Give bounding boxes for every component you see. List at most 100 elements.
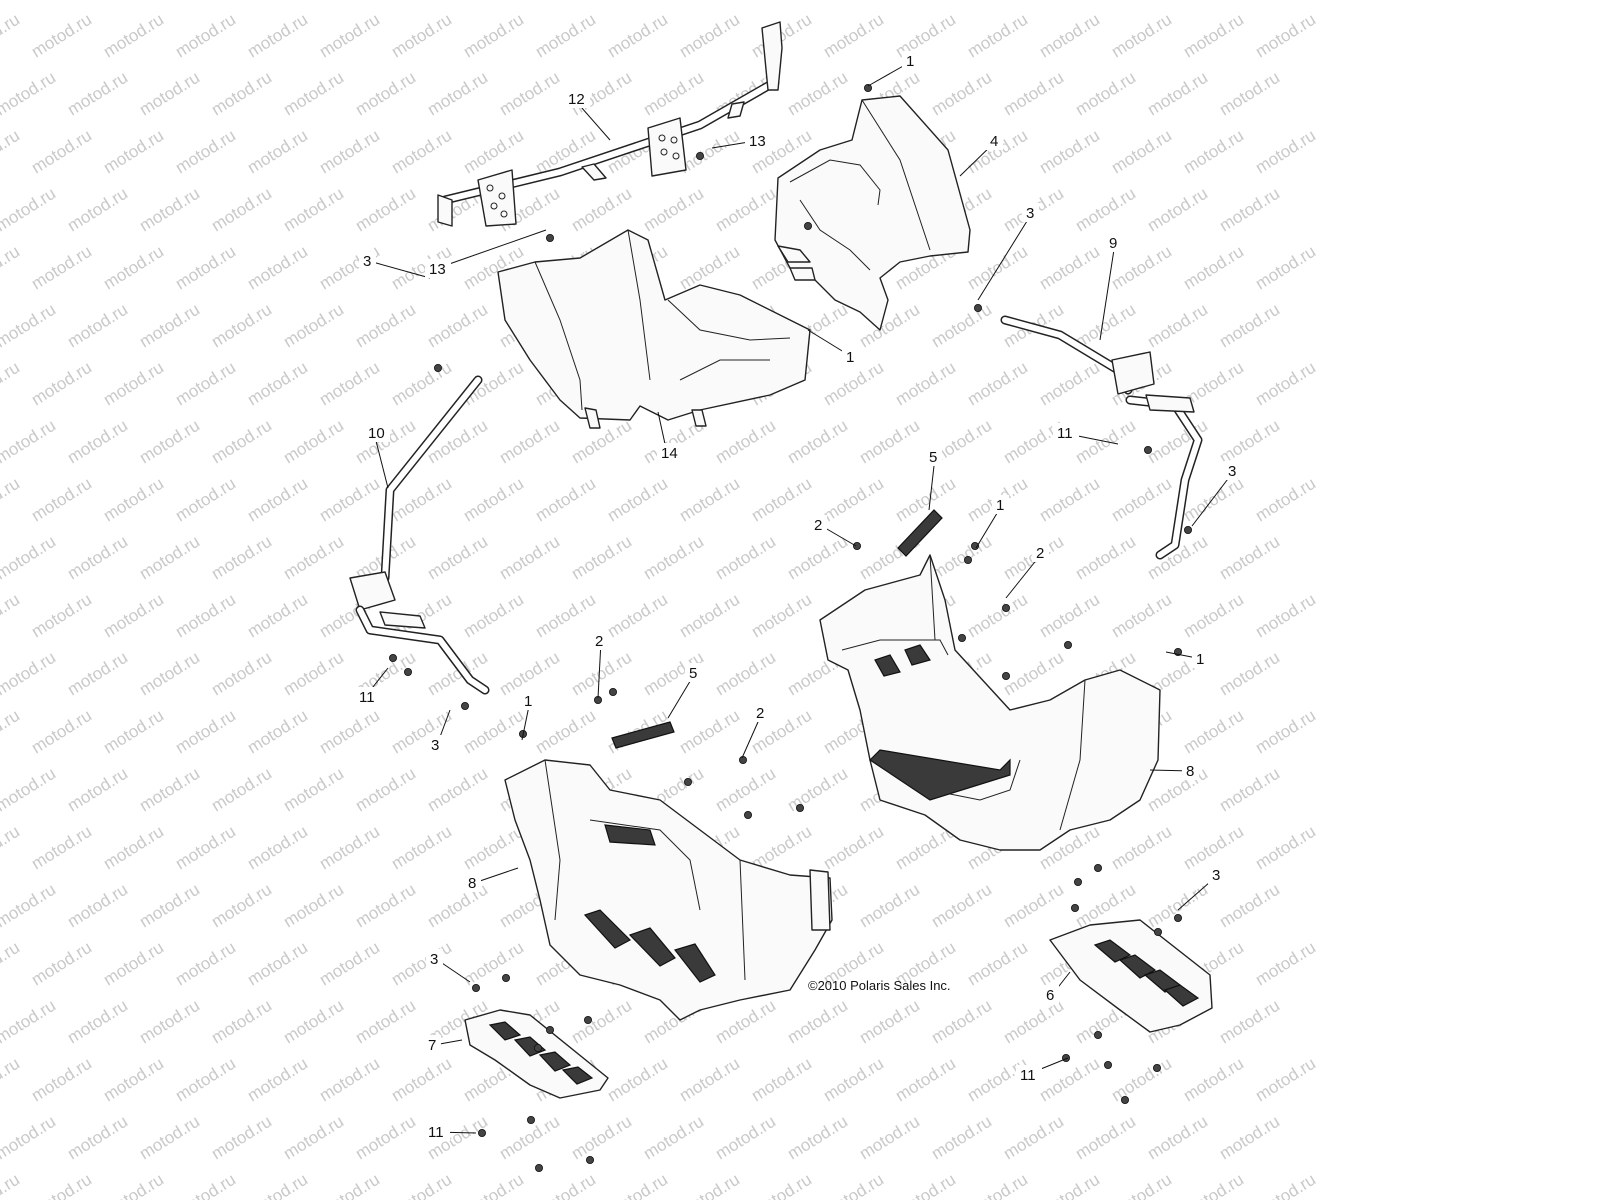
watermark-text: motod.ru (100, 1170, 167, 1200)
fastener-bolt (1064, 641, 1073, 650)
callout-label-bg (752, 703, 769, 722)
watermark-text: motod.ru (64, 764, 131, 816)
watermark-text: motod.ru (64, 1112, 131, 1164)
watermark-text: motod.ru (784, 532, 851, 584)
watermark-text: motod.ru (388, 10, 455, 62)
watermark-text: motod.ru (424, 68, 491, 120)
watermark-text: motod.ru (388, 938, 455, 990)
watermark-text: motod.ru (316, 706, 383, 758)
callout-leader (373, 432, 389, 489)
watermark-text: motod.ru (100, 1054, 167, 1106)
callout-label-bg (1022, 203, 1039, 222)
watermark-text: motod.ru (1108, 1170, 1175, 1200)
watermark-text: motod.ru (28, 10, 95, 62)
watermark-text: motod.ru (0, 126, 23, 178)
fastener-bolt (1153, 1064, 1162, 1073)
fastener-bolt (460, 702, 469, 711)
watermark-text: motod.ru (28, 938, 95, 990)
watermark-text: motod.ru (0, 1112, 59, 1164)
callout-label-bg (1208, 865, 1225, 884)
watermark-text: motod.ru (28, 474, 95, 526)
callout-leader (597, 640, 602, 699)
watermark-text: motod.ru (1144, 0, 1211, 3)
watermark-text: motod.ru (820, 10, 887, 62)
watermark-text: motod.ru (64, 880, 131, 932)
watermark-text: motod.ru (1216, 532, 1283, 584)
watermark-text: motod.ru (244, 706, 311, 758)
watermark-text: motod.ru (1180, 590, 1247, 642)
watermark-text: motod.ru (1036, 474, 1103, 526)
watermark-text: motod.ru (964, 590, 1031, 642)
watermark-text: motod.ru (820, 1054, 887, 1106)
watermark-text: motod.ru (640, 184, 707, 236)
watermark-text: motod.ru (0, 184, 59, 236)
watermark-text: motod.ru (280, 532, 347, 584)
watermark-text: motod.ru (280, 764, 347, 816)
watermark-text: motod.ru (208, 0, 275, 3)
watermark-text: motod.ru (280, 880, 347, 932)
callout-label: 2 (595, 633, 603, 650)
watermark-text: motod.ru (856, 1112, 923, 1164)
callout-label: 2 (756, 705, 764, 722)
callout-label: 6 (1046, 987, 1054, 1004)
watermark-text: motod.ru (1144, 1112, 1211, 1164)
watermark-text: motod.ru (1252, 358, 1319, 410)
fastener-bolt (1184, 526, 1193, 535)
callout-label: 7 (428, 1037, 436, 1054)
watermark-text: motod.ru (676, 10, 743, 62)
watermark-text: motod.ru (280, 1112, 347, 1164)
fastener-bolt (971, 542, 980, 551)
fastener-bolt (804, 221, 813, 230)
watermark-text: motod.ru (1252, 1170, 1319, 1200)
watermark-text: motod.ru (460, 822, 527, 874)
watermark-text: motod.ru (1216, 184, 1283, 236)
watermark-text: motod.ru (388, 822, 455, 874)
callout-label: 3 (1228, 463, 1236, 480)
watermark-text: motod.ru (424, 300, 491, 352)
watermark-text: motod.ru (64, 0, 131, 3)
watermark-text: motod.ru (532, 10, 599, 62)
callout-label-bg (992, 495, 1009, 514)
callout-label: 13 (429, 261, 446, 278)
callout-label: 8 (1186, 763, 1194, 780)
callout-label-bg (842, 347, 859, 366)
watermark-text: motod.ru (208, 184, 275, 236)
watermark-text: motod.ru (100, 242, 167, 294)
watermark-text: motod.ru (136, 648, 203, 700)
watermark-text: motod.ru (136, 300, 203, 352)
watermark-text: motod.ru (280, 416, 347, 468)
callout-label-bg (364, 423, 390, 442)
watermark-text: motod.ru (532, 474, 599, 526)
watermark-text: motod.ru (532, 590, 599, 642)
callout-label: 1 (1196, 651, 1204, 668)
watermark-text: motod.ru (856, 880, 923, 932)
watermark-text: motod.ru (964, 242, 1031, 294)
watermark-text: motod.ru (1216, 996, 1283, 1048)
watermark-text: motod.ru (892, 474, 959, 526)
watermark-text: motod.ru (712, 1112, 779, 1164)
watermark-text: motod.ru (568, 0, 635, 3)
watermark-text: motod.ru (1072, 68, 1139, 120)
watermark-text: motod.ru (1180, 126, 1247, 178)
watermark-text: motod.ru (244, 822, 311, 874)
watermark-text: motod.ru (928, 300, 995, 352)
callout-leader (1191, 470, 1235, 527)
fastener-bolt (1174, 914, 1183, 923)
fastener-bolt (534, 1044, 543, 1053)
watermark-text: motod.ru (64, 648, 131, 700)
watermark-text: motod.ru (316, 1170, 383, 1200)
fastener-bolt (403, 668, 412, 677)
watermark-text: motod.ru (0, 242, 23, 294)
watermark-text: motod.ru (28, 590, 95, 642)
watermark-text: motod.ru (640, 1112, 707, 1164)
watermark-text: motod.ru (280, 648, 347, 700)
watermark-text: motod.ru (1216, 648, 1283, 700)
watermark-text: motod.ru (28, 358, 95, 410)
callout-leader (473, 867, 519, 884)
fastener-bolt (477, 1129, 486, 1138)
watermark-text: motod.ru (136, 68, 203, 120)
watermark-text: motod.ru (1180, 474, 1247, 526)
callout-label: 3 (430, 951, 438, 968)
